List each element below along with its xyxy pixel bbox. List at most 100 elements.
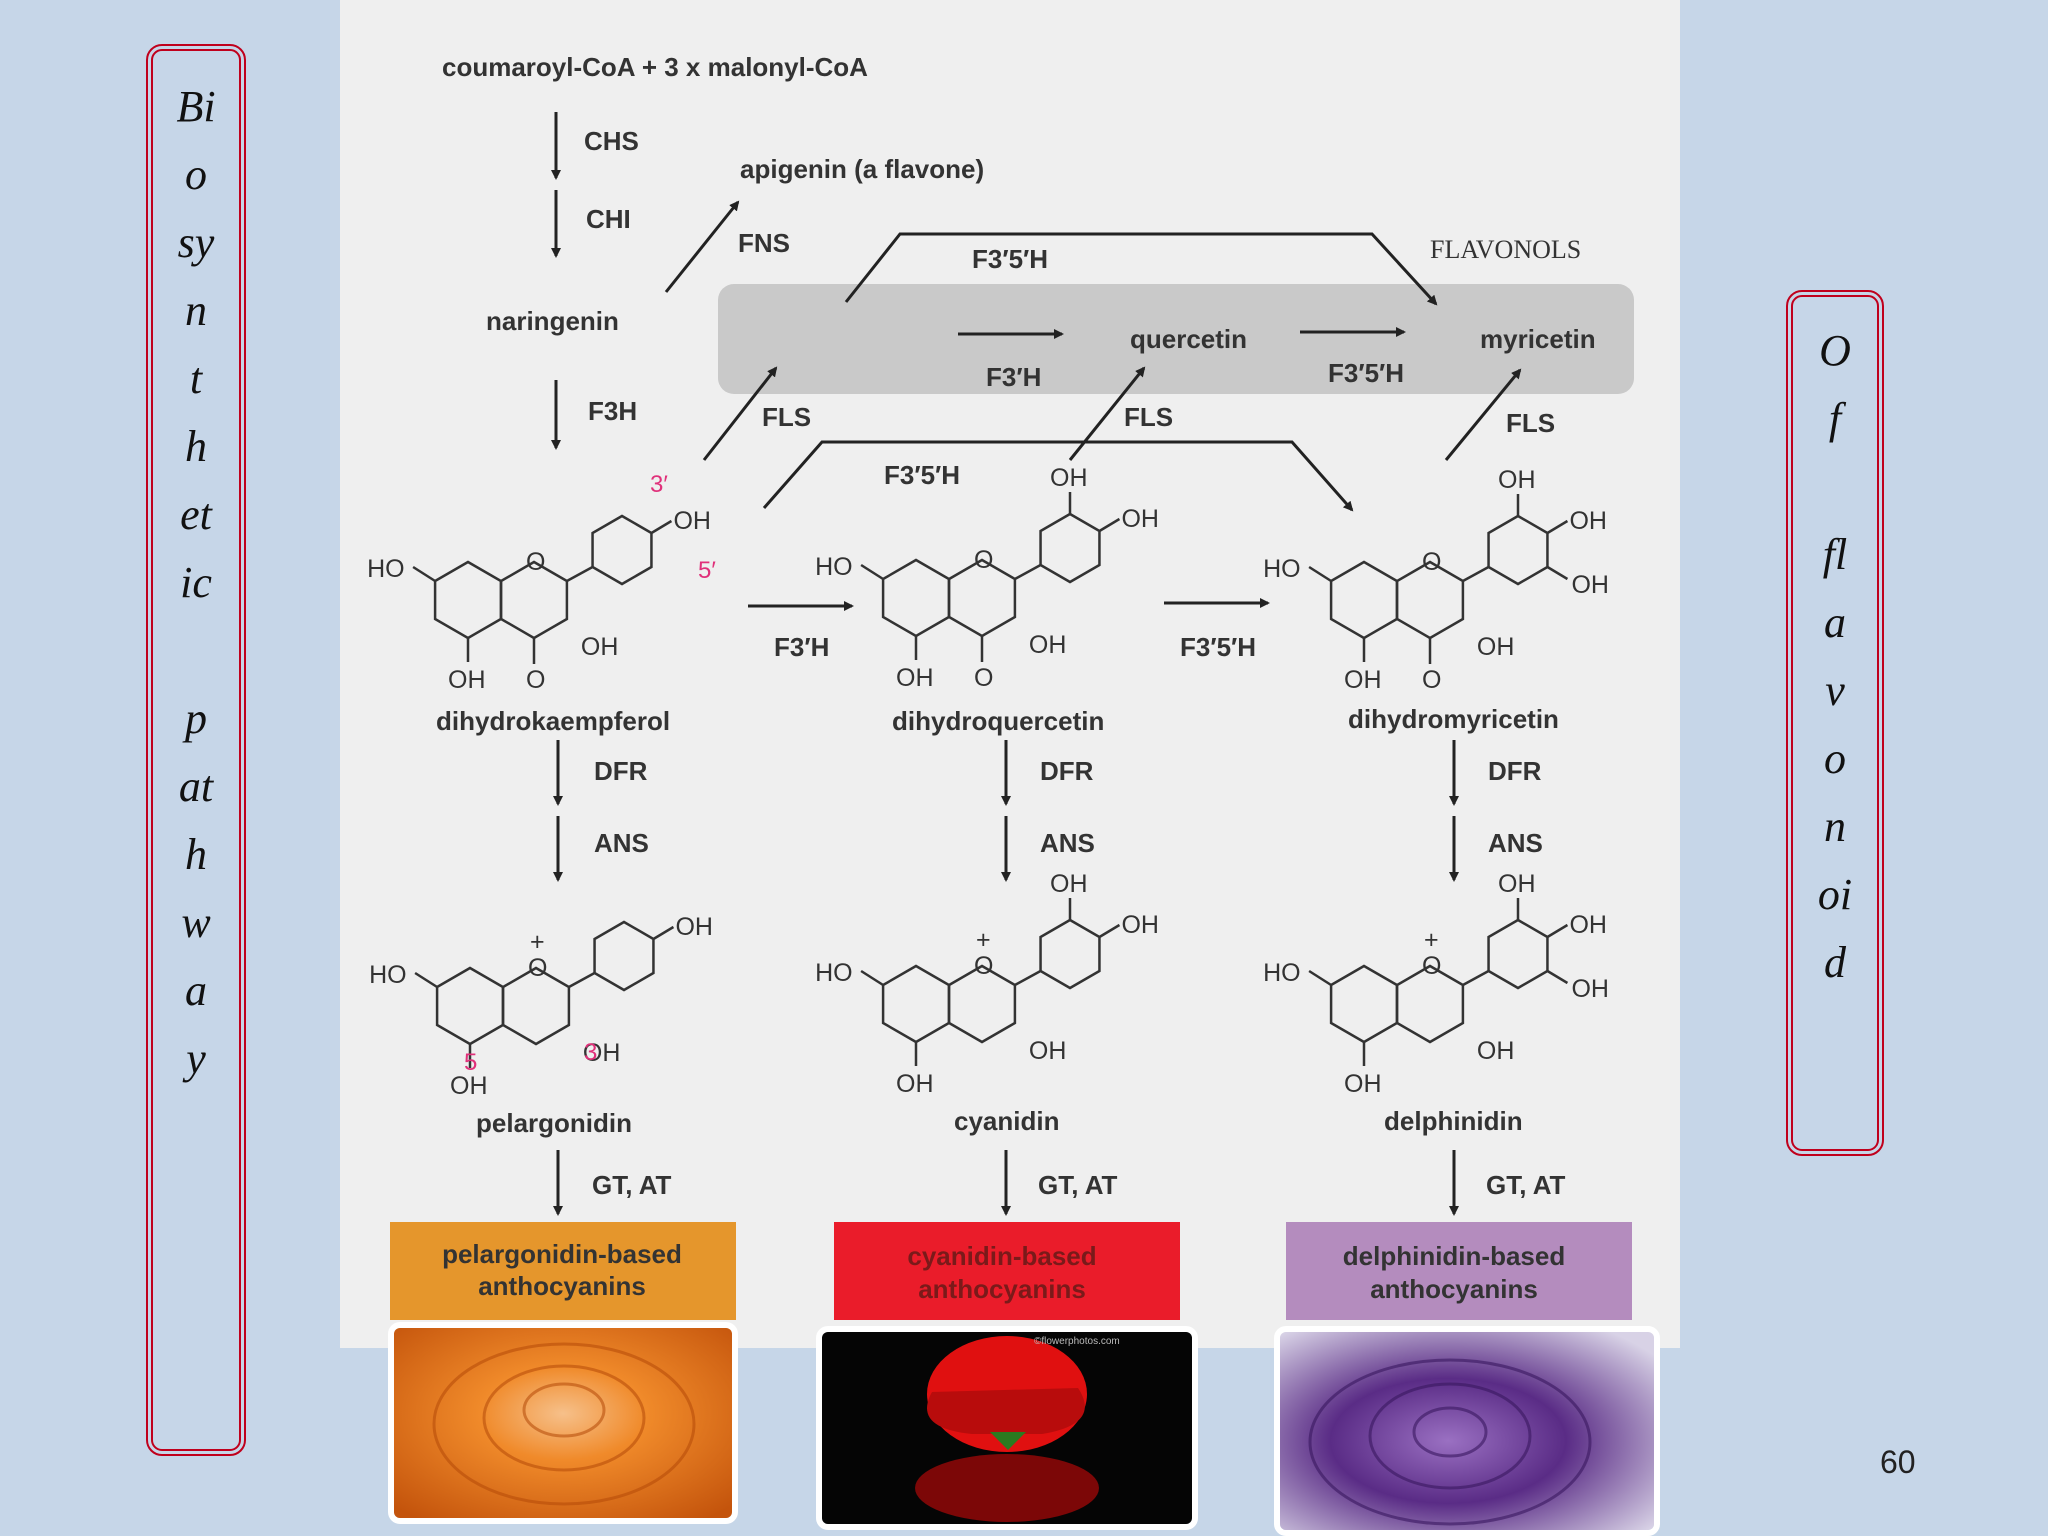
pelargonidin-4oh-label: OH	[675, 913, 713, 941]
dihydroquercetin-3poh-label: OH	[1050, 464, 1088, 492]
left-title-line: n	[185, 286, 207, 335]
dihydrokaempferol-label: dihydrokaempferol	[436, 706, 670, 736]
page-number: 60	[1880, 1444, 1916, 1480]
right-title-line: o	[1824, 734, 1846, 783]
delphinidin-5poh-label: OH	[1571, 975, 1609, 1003]
left-title-line: h	[185, 422, 207, 471]
cyanidin-ho-label: HO	[815, 959, 853, 987]
dihydroquercetin-4oh-label: OH	[1121, 505, 1159, 533]
dihydroquercetin-3oh-label: OH	[1029, 631, 1067, 659]
pelargonidin-anthocyanins-box	[390, 1222, 736, 1320]
dihydrokaempferol-4oh-label: OH	[673, 507, 711, 535]
dihydrokaempferol-bond-bc	[566, 565, 594, 583]
cyanidin-plus-label: +	[976, 926, 991, 954]
pelargonidin-ho-label: HO	[369, 961, 407, 989]
enzyme-dfr-3: DFR	[1488, 756, 1542, 786]
dihydromyricetin-5oh-label: OH	[1344, 666, 1382, 694]
enzyme-ans-3: ANS	[1488, 828, 1543, 858]
enzyme-f3h-flavonol: F3′H	[986, 362, 1041, 392]
naringenin-label: naringenin	[486, 306, 619, 336]
left-title-line: sy	[177, 218, 215, 267]
cyanidin-bond-4oh	[1098, 923, 1121, 939]
arrow-f35h-top	[844, 232, 1438, 306]
delphinidin-anthocyanins-box	[1286, 1222, 1632, 1320]
enzyme-chi: CHI	[586, 204, 631, 234]
dihydromyricetin-bond-5poh	[1546, 565, 1569, 581]
dihydrokaempferol-ho-label: HO	[367, 555, 405, 583]
enzyme-fls-1: FLS	[762, 402, 811, 432]
pelargonidin-ring-c	[501, 966, 571, 1046]
cyanidin-4oh-label: OH	[1121, 911, 1159, 939]
enzyme-f35h-mid: F3′5′H	[884, 460, 960, 490]
dihydromyricetin-4oh-label: OH	[1569, 507, 1607, 535]
arrow-fls-3	[1444, 368, 1522, 461]
delphinidin-label: delphinidin	[1384, 1106, 1523, 1136]
enzyme-f35h-flavonol: F3′5′H	[1328, 358, 1404, 388]
delphinidin-bond-ho	[1308, 969, 1332, 987]
position-3prime: 3′	[650, 471, 668, 498]
right-title-line: d	[1824, 938, 1846, 987]
delphinidin-bond-4oh	[1546, 923, 1569, 939]
cyanidin-ring-a	[881, 964, 951, 1044]
right-title-line: oi	[1817, 870, 1853, 919]
dihydroquercetin-label: dihydroquercetin	[892, 706, 1104, 736]
box-cya-line2: anthocyanins	[918, 1274, 1086, 1304]
enzyme-fns: FNS	[738, 228, 790, 258]
enzyme-ans-1: ANS	[594, 828, 649, 858]
left-title-line: t	[189, 354, 203, 403]
enzyme-ans-2: ANS	[1040, 828, 1095, 858]
enzyme-gtat-2: GT, AT	[1038, 1170, 1118, 1200]
dihydrokaempferol-5oh-label: OH	[448, 666, 486, 694]
dihydrokaempferol-ring-b	[591, 514, 653, 586]
arrow-fls-2	[1068, 366, 1146, 461]
delphinidin-bond-5poh	[1546, 969, 1569, 985]
delphinidin-ring-b	[1487, 918, 1549, 990]
delphinidin-plus-label: +	[1424, 926, 1439, 954]
quercetin-label: quercetin	[1130, 324, 1247, 354]
box-del-line1: delphinidin-based	[1343, 1241, 1565, 1271]
left-title-line: y	[186, 1034, 206, 1083]
right-title-line: O	[1819, 326, 1851, 375]
left-title-line: a	[185, 966, 207, 1015]
left-title-line: o	[185, 150, 207, 199]
pelargonidin-label: pelargonidin	[476, 1108, 632, 1138]
enzyme-dfr-2: DFR	[1040, 756, 1094, 786]
dihydromyricetin-5poh-label: OH	[1571, 571, 1609, 599]
dihydrokaempferol-bond-ho	[412, 565, 436, 583]
left-title-line: p	[185, 694, 207, 743]
delphinidin-5oh-label: OH	[1344, 1070, 1382, 1098]
left-title-line: h	[185, 830, 207, 879]
dihydroquercetin-bond-bc	[1014, 563, 1042, 581]
position-3: 3	[584, 1039, 597, 1066]
cyanidin-3poh-label: OH	[1050, 870, 1088, 898]
cyanidin-label: cyanidin	[954, 1106, 1059, 1136]
enzyme-f3h-mid: F3′H	[774, 632, 829, 662]
dihydroquercetin-carbonyl-label: O	[974, 664, 993, 692]
enzyme-f3h: F3H	[588, 396, 637, 426]
arrow-f35h-mid	[762, 440, 1354, 512]
box-pel-line2: anthocyanins	[478, 1271, 646, 1301]
dihydrokaempferol-ring-a	[433, 560, 503, 640]
dihydromyricetin-bond-4oh	[1546, 519, 1569, 535]
enzyme-gtat-3: GT, AT	[1486, 1170, 1566, 1200]
delphinidin-3oh-label: OH	[1477, 1037, 1515, 1065]
flavonols-label: FLAVONOLS	[1430, 235, 1581, 264]
delphinidin-ho-label: HO	[1263, 959, 1301, 987]
left-title-line: et	[180, 490, 212, 539]
apigenin-label: apigenin (a flavone)	[740, 154, 984, 184]
enzyme-fls-3: FLS	[1506, 408, 1555, 438]
dihydromyricetin-3poh-label: OH	[1498, 466, 1536, 494]
pelargonidin-ring-o-label: O	[528, 954, 547, 982]
dihydromyricetin-ring-a	[1329, 560, 1399, 640]
delphinidin-4oh-label: OH	[1569, 911, 1607, 939]
enzyme-chs: CHS	[584, 126, 639, 156]
cyanidin-bond-bc	[1014, 969, 1042, 987]
enzyme-fls-2: FLS	[1124, 402, 1173, 432]
pelargonidin-5oh-label: OH	[450, 1072, 488, 1100]
dihydromyricetin-ho-label: HO	[1263, 555, 1301, 583]
watermark: ©flowerphotos.com	[1034, 1336, 1120, 1347]
dihydromyricetin-label: dihydromyricetin	[1348, 704, 1559, 734]
